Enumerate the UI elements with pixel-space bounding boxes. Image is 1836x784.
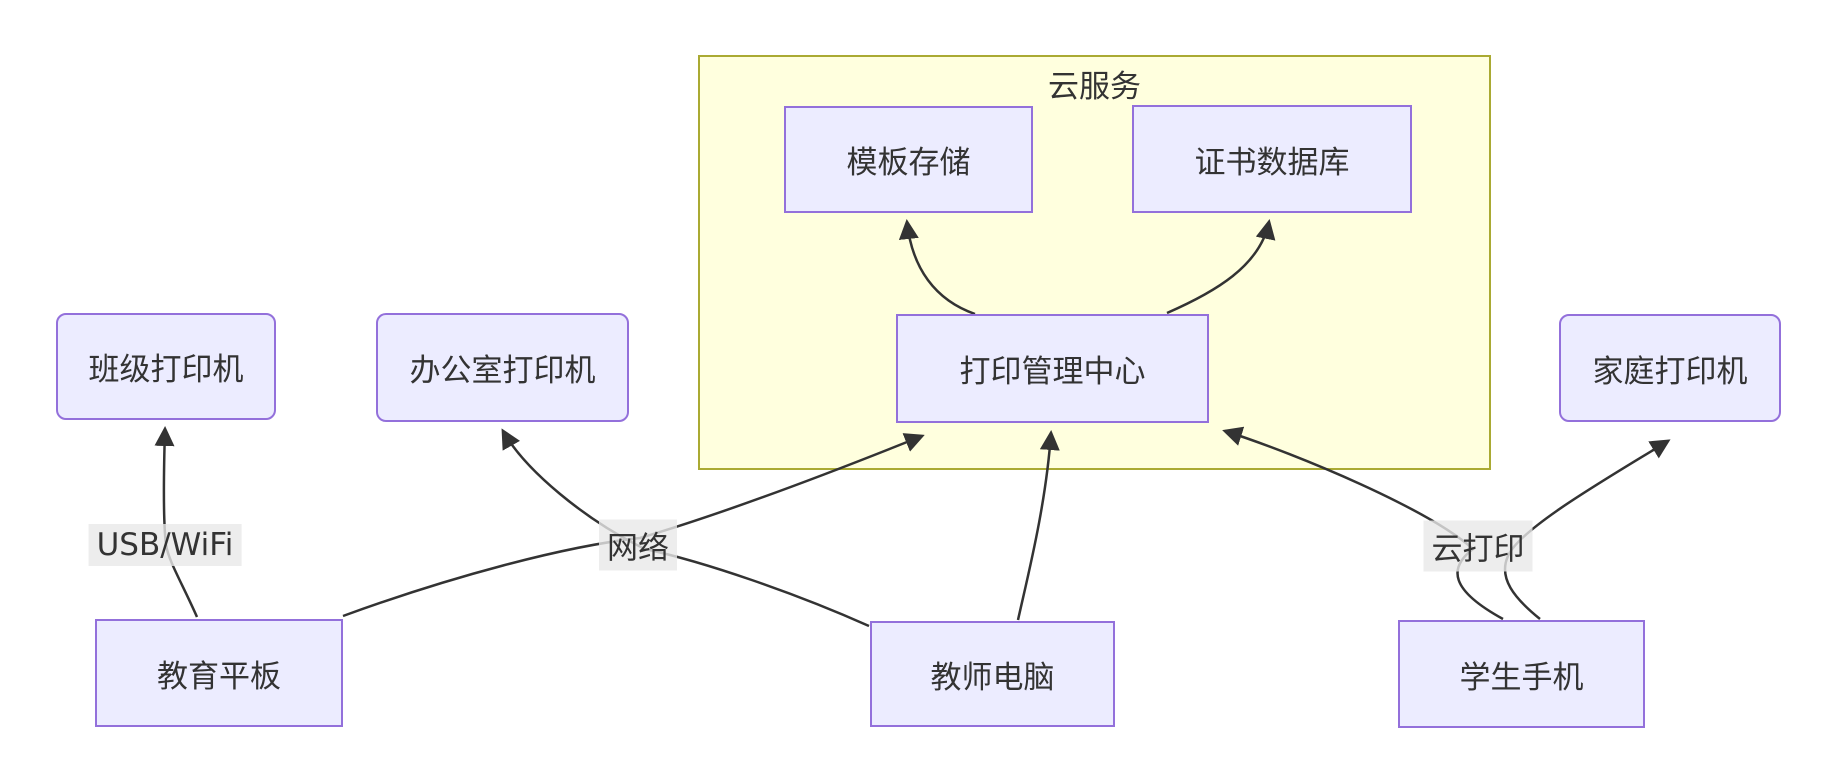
edge-label-usb-wifi: USB/WiFi bbox=[88, 524, 242, 566]
node-office-printer: 办公室打印机 bbox=[376, 313, 629, 422]
edge-teacher-pc-to-office-printer bbox=[501, 428, 870, 628]
subgraph-cloud-services-title: 云服务 bbox=[1048, 69, 1141, 105]
edge-label-network: 网络 bbox=[599, 519, 677, 571]
edge-teacher-pc-to-print-center bbox=[1016, 430, 1060, 621]
node-cert-database: 证书数据库 bbox=[1132, 105, 1412, 213]
node-class-printer: 班级打印机 bbox=[56, 313, 276, 420]
edge-print-center-to-cert-database bbox=[1166, 219, 1276, 315]
edge-tablet-to-class-printer bbox=[154, 426, 199, 618]
edge-print-center-to-template-storage bbox=[898, 219, 976, 316]
node-print-center: 打印管理中心 bbox=[896, 314, 1209, 423]
node-student-phone: 学生手机 bbox=[1398, 620, 1645, 728]
node-home-printer: 家庭打印机 bbox=[1559, 314, 1781, 422]
node-edu-tablet: 教育平板 bbox=[95, 619, 343, 727]
edge-label-cloud-print: 云打印 bbox=[1423, 520, 1533, 572]
node-teacher-pc: 教师电脑 bbox=[870, 621, 1115, 727]
node-template-storage: 模板存储 bbox=[784, 106, 1033, 213]
